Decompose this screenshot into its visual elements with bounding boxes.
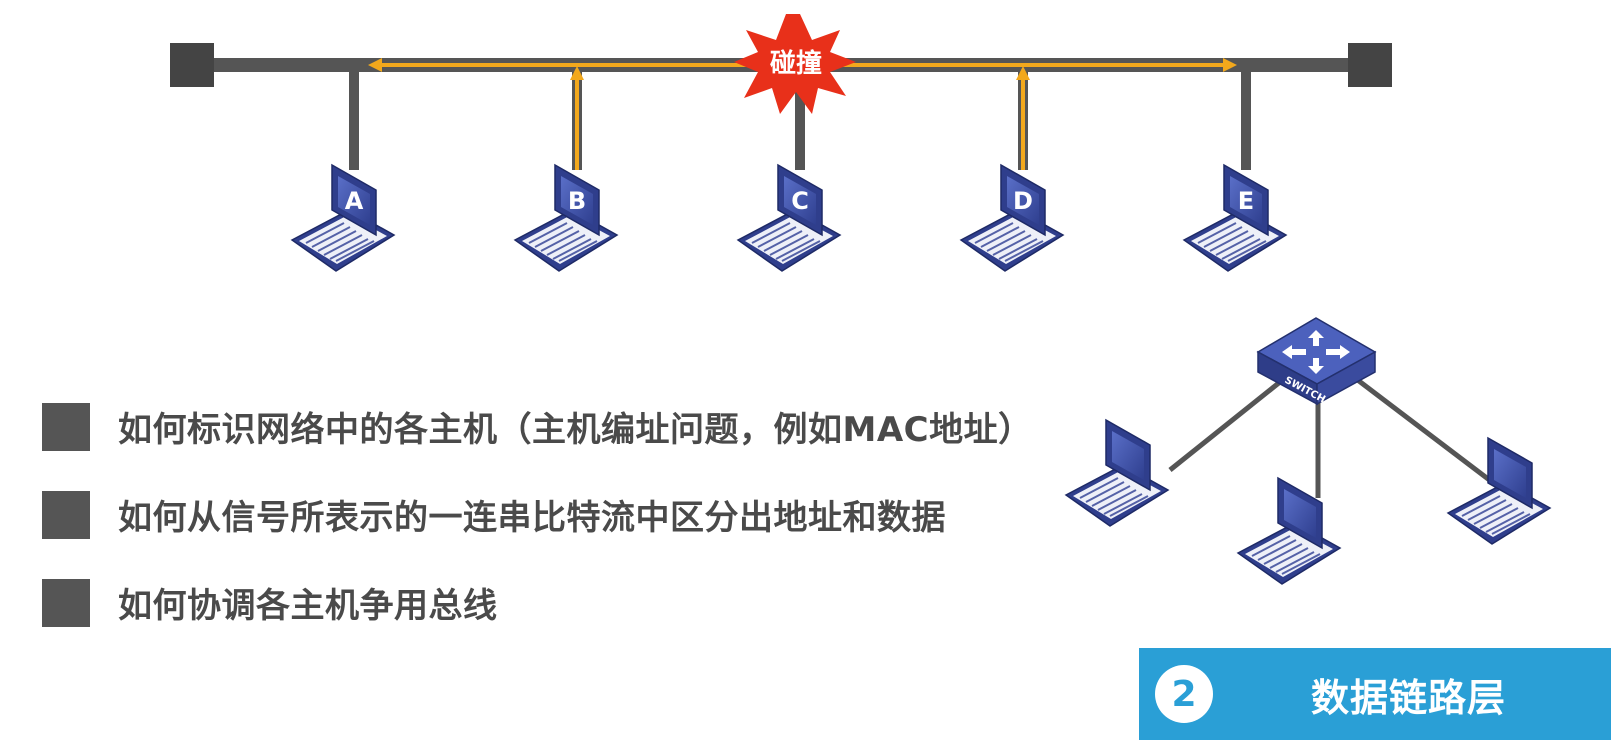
svg-text:C: C xyxy=(791,187,809,215)
layer-banner: 2 数据链路层 xyxy=(1139,648,1611,740)
question-item: 如何标识网络中的各主机（主机编址问题，例如MAC地址） xyxy=(42,402,1033,451)
question-item: 如何从信号所表示的一连串比特流中区分出地址和数据 xyxy=(42,490,946,539)
switch-laptop-left xyxy=(1065,419,1169,527)
collision-label: 碰撞 xyxy=(770,49,822,79)
collision-burst-icon xyxy=(734,14,856,114)
signal-arrows xyxy=(380,63,1225,170)
switch-laptop-right xyxy=(1447,437,1551,545)
switch-device: SWITCH xyxy=(1256,317,1377,406)
host-laptop-a: A xyxy=(291,164,395,272)
question-item: 如何协调各主机争用总线 xyxy=(42,578,498,627)
bullet-square-icon xyxy=(42,578,90,627)
svg-text:D: D xyxy=(1013,187,1033,215)
layer-number-badge: 2 xyxy=(1155,665,1213,723)
svg-text:A: A xyxy=(345,187,364,215)
svg-text:E: E xyxy=(1238,187,1254,215)
bullet-square-icon xyxy=(42,490,90,539)
svg-text:B: B xyxy=(568,187,586,215)
switch-links xyxy=(1168,376,1502,498)
host-laptop-d: D xyxy=(960,164,1064,272)
switch-laptop-middle xyxy=(1237,477,1341,585)
layer-title: 数据链路层 xyxy=(1311,675,1507,720)
arrow-heads xyxy=(368,58,1237,80)
switch-arrows-icon xyxy=(1282,330,1350,374)
host-laptop-e: E xyxy=(1183,164,1287,272)
host-laptop-b: B xyxy=(514,164,618,272)
bus-terminator-right xyxy=(1348,43,1392,87)
bus-terminator-left xyxy=(170,43,214,87)
bullet-square-icon xyxy=(42,402,90,451)
host-laptop-c: C xyxy=(737,164,841,272)
